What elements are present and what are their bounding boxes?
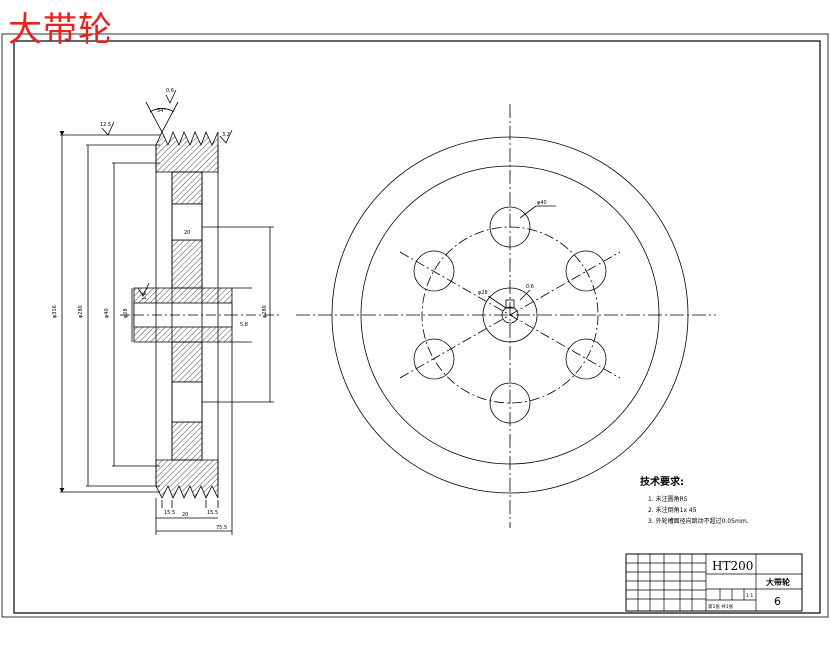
dim-hole-circle: φ280 xyxy=(78,305,84,318)
rough-bore: 1.6 xyxy=(142,292,148,300)
lightening-hole-2 xyxy=(565,250,607,292)
upper-web-2 xyxy=(171,239,203,289)
hole-section-lower xyxy=(171,381,203,423)
dim-groove-angle: 34° xyxy=(157,108,166,114)
dim-web: 20 xyxy=(184,230,190,236)
lightening-hole-1 xyxy=(489,206,531,248)
note-item: 1. 未注圆角R5 xyxy=(648,496,688,503)
lower-rim xyxy=(155,459,219,499)
material: HT200 xyxy=(712,559,753,573)
lightening-hole-3 xyxy=(565,338,607,380)
dim-overall-dia: φ316 xyxy=(52,305,58,318)
hub-circle xyxy=(482,287,538,343)
rough-rim-right: 3.2 xyxy=(222,132,230,138)
dim-groove-pitch: 15.5 xyxy=(164,510,175,516)
inner-rim-circle xyxy=(360,165,660,465)
dim-keyway: 5.8 xyxy=(240,322,248,328)
label-bore: φ28 xyxy=(478,290,488,296)
sheet-count: 第1张 共1张 xyxy=(708,603,734,610)
front-labels: φ40 0.6 φ28 xyxy=(478,200,547,296)
outer-rim-circle xyxy=(331,136,689,494)
label-hole: φ40 xyxy=(537,200,547,206)
upper-web xyxy=(171,171,203,205)
dim-right-dia: φ280 xyxy=(262,305,268,318)
front-view xyxy=(296,104,716,528)
outer-border xyxy=(1,33,829,618)
hole-pitch-circle xyxy=(421,226,599,404)
section-labels: 34° 0.6 12.5 3.2 1.6 φ316 φ280 φ40 φ28 φ… xyxy=(52,88,268,531)
lower-web xyxy=(171,341,203,383)
rough-rim-top: 12.5 xyxy=(100,122,111,128)
dim-hub-width: 75.5 xyxy=(216,525,227,531)
title-block xyxy=(625,553,803,612)
lightening-hole-5 xyxy=(413,338,455,380)
dim-width: 20 xyxy=(182,512,188,518)
lightening-hole-4 xyxy=(489,382,531,424)
lower-web-2 xyxy=(171,421,203,461)
scale: 1:1 xyxy=(746,593,753,599)
notes-heading: 技术要求: xyxy=(640,477,684,488)
title-block-text: HT200 大带轮 6 1:1 第1张 共1张 xyxy=(708,559,790,610)
keyway xyxy=(505,299,515,309)
lightening-hole-6 xyxy=(413,250,455,292)
dim-bore-dia: φ28 xyxy=(123,308,129,318)
upper-rim xyxy=(155,130,219,173)
technical-notes: 技术要求: 1. 未注圆角R5 2. 未注倒角1x 45 3. 外轮槽面径向跳动… xyxy=(640,476,820,527)
drawing-title: 大带轮 xyxy=(8,10,113,50)
inner-border xyxy=(13,40,821,614)
section-view xyxy=(59,89,282,535)
bore-circle xyxy=(501,306,519,324)
drawing-number: 6 xyxy=(774,595,781,608)
label-keyway: 0.6 xyxy=(526,284,534,290)
note-item: 3. 外轮槽面径向跳动不超过0.05mm. xyxy=(648,518,749,525)
part-name: 大带轮 xyxy=(766,577,790,587)
note-item: 2. 未注倒角1x 45 xyxy=(648,507,697,514)
dim-groove-tol: 0.6 xyxy=(166,88,174,94)
dim-hub-dia: φ40 xyxy=(104,308,110,318)
dim-groove-pitch-2: 15.5 xyxy=(207,510,218,516)
